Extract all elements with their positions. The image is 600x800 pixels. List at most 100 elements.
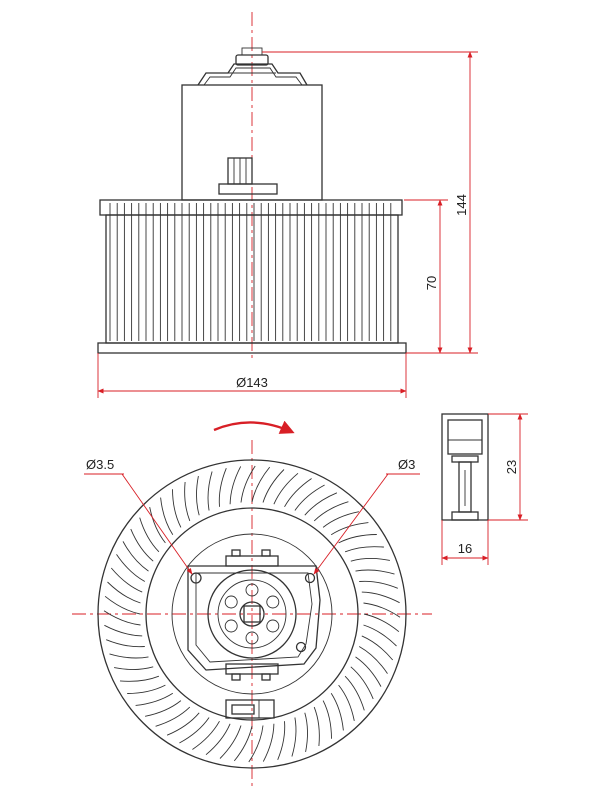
fan-wheel-outer-ring: [97, 459, 407, 769]
fan-blade-top: [166, 712, 200, 736]
fan-blade-top: [322, 700, 332, 739]
fan-wheel-side: [97, 199, 407, 354]
fan-blade-top: [172, 489, 182, 528]
fan-blade-top: [122, 541, 149, 572]
fan-blade-top: [207, 471, 213, 511]
fan-blade-top: [273, 472, 299, 505]
fan-blade-top: [291, 717, 297, 757]
fan-blade-top: [322, 511, 359, 528]
fan-hub-ring: [171, 533, 333, 695]
fan-blade-top: [304, 492, 338, 516]
motor-top-bracket: [197, 47, 308, 86]
fan-blade-top: [363, 624, 397, 647]
fan-blade-top: [110, 567, 143, 593]
hub-lobe: [245, 631, 259, 645]
fan-blade-top: [338, 684, 355, 721]
mounting-hole-left: [190, 572, 202, 584]
rotation-direction-arrow-icon: [213, 420, 295, 434]
fan-blade-top: [229, 466, 242, 505]
top-view: Ø3.5 Ø3: [72, 420, 432, 790]
fan-blade-top: [344, 546, 385, 553]
fan-blade-top: [363, 613, 400, 633]
fan-blade-top: [248, 725, 264, 763]
fan-blade-top: [350, 666, 374, 700]
fan-blade-top: [233, 725, 253, 762]
fan-blade-top: [135, 692, 174, 706]
fan-blade-top: [109, 653, 149, 659]
fan-blade-top: [361, 635, 394, 661]
fan-wheel-inner-ring: [145, 507, 359, 721]
fan-blade-top: [184, 481, 191, 522]
fan-blade-top: [116, 554, 146, 582]
fan-blade-top: [240, 465, 256, 503]
motor-hub: [207, 569, 297, 659]
fan-blade-top: [119, 675, 160, 682]
mounting-hole-right: [304, 572, 316, 584]
fan-blade-top: [192, 720, 220, 750]
dimension-hole-left-label: Ø3.5: [86, 457, 114, 472]
side-view: 144 70 Ø143: [97, 12, 478, 398]
fan-blade-top: [106, 639, 145, 648]
hub-lobe: [266, 619, 280, 633]
dimension-fan-height: 70: [404, 199, 448, 354]
fan-blade-top: [114, 666, 154, 670]
fan-blade-top: [196, 476, 200, 516]
fan-blade-top: [104, 624, 143, 637]
hub-lobe: [224, 595, 238, 609]
fan-blade-top: [277, 721, 286, 760]
fan-blade-top: [350, 558, 390, 562]
fan-blades-side: [109, 203, 392, 341]
dimension-hole-left: Ø3.5: [84, 457, 193, 575]
fan-blade-top: [149, 507, 166, 544]
fan-blade-top: [205, 723, 231, 756]
fan-blade-top: [155, 706, 191, 727]
fan-blade-top: [139, 517, 160, 553]
dimension-fan-diameter-label: Ø143: [236, 375, 268, 390]
fan-blade-top: [262, 469, 285, 503]
dimension-connector-width-label: 16: [458, 541, 472, 556]
fan-blade-top: [160, 497, 174, 536]
dimension-connector-width: 16: [441, 520, 489, 565]
dimension-fan-height-label: 70: [424, 276, 439, 290]
fan-blade-top: [103, 610, 141, 626]
fan-blade-top: [355, 569, 395, 575]
hub-lobe: [245, 583, 259, 597]
fan-blade-top: [219, 725, 242, 759]
fan-blade-top: [330, 692, 344, 731]
fan-blade-top: [179, 717, 210, 744]
dimension-connector-height: 23: [488, 413, 528, 521]
dimension-hole-right-label: Ø3: [398, 457, 415, 472]
hub-lobe: [266, 595, 280, 609]
fan-blade-top: [338, 534, 377, 544]
fan-blade-top: [313, 501, 349, 522]
dimension-total-height-label: 144: [454, 194, 469, 216]
dimension-total-height: 144: [262, 51, 478, 354]
wiring-connector-top-view: [225, 699, 275, 719]
mounting-hole-bottom-right: [295, 641, 307, 653]
fan-blade-top: [358, 646, 388, 674]
fan-blade-top: [330, 522, 369, 536]
hub-lobes: [224, 583, 280, 645]
fan-blade-top: [344, 675, 365, 711]
fan-blade-top: [130, 528, 154, 562]
connector-detail-view: 23 16: [441, 413, 528, 565]
fan-blade-top: [359, 580, 398, 589]
dimension-hole-right: Ø3: [313, 457, 420, 575]
hub-lobe: [224, 619, 238, 633]
fan-blade-top: [361, 591, 400, 604]
fan-blade-top: [262, 723, 275, 762]
motor-connector: [218, 157, 278, 195]
fan-blades-top: [103, 465, 401, 763]
dimension-fan-diameter: Ø143: [97, 353, 407, 398]
fan-blade-top: [145, 700, 182, 717]
fan-blade-top: [294, 484, 325, 511]
fan-blade-top: [251, 466, 271, 503]
fan-blade-top: [313, 706, 320, 747]
fan-blade-top: [127, 684, 166, 694]
fan-blade-top: [355, 656, 382, 687]
fan-blade-top: [104, 595, 141, 615]
fan-blade-top: [284, 478, 312, 508]
fan-blade-top: [363, 602, 401, 618]
fan-blade-top: [304, 712, 308, 752]
